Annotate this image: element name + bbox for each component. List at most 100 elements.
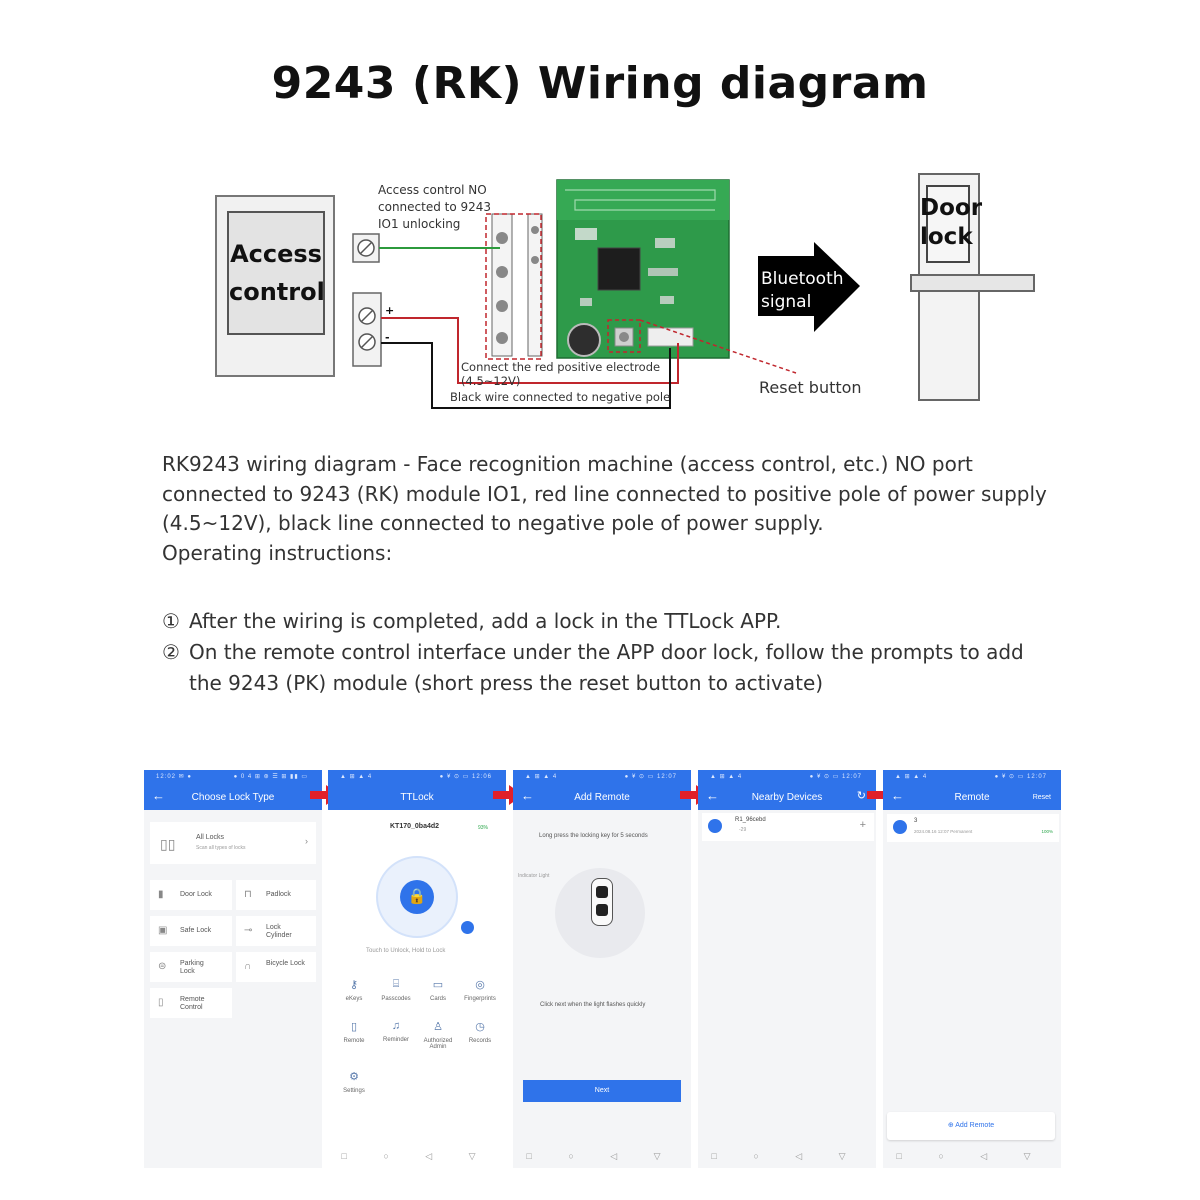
next-button[interactable]: Next: [523, 1080, 681, 1102]
app-header: ▲ ⊞ ▲ 4 ● ¥ ⊙ ▭ 12:07 ← Nearby Devices ↻: [698, 770, 876, 810]
status-icons: ● ¥ ⊙ ▭ 12:07: [624, 774, 677, 780]
fingerprints-item[interactable]: ◎Fingerprints: [460, 978, 500, 1002]
phone-remote: ▲ ⊞ ▲ 4 ● ¥ ⊙ ▭ 12:07 ← Remote Reset 3 2…: [883, 770, 1061, 1168]
add-remote-button[interactable]: ⊕ Add Remote: [887, 1112, 1055, 1140]
system-nav-bar[interactable]: □ ○ ◁ ▽: [896, 1151, 1048, 1161]
system-nav-bar[interactable]: □ ○ ◁ ▽: [341, 1151, 493, 1161]
remote-validity: 2024.08.16 12:07 Permanent: [914, 829, 973, 834]
no-port-label: Access control NO connected to 9243 IO1 …: [378, 183, 492, 231]
remote-icon: [893, 820, 907, 834]
app-header: ▲ ⊞ ▲ 4 ● ¥ ⊙ ▭ 12:07 ← Add Remote: [513, 770, 691, 810]
signal-strength: -29: [739, 827, 747, 833]
app-header: ▲ ⊞ ▲ 4 ● ¥ ⊙ ▭ 12:07 ← Remote Reset: [883, 770, 1061, 810]
phone-ttlock: ▲ ⊞ ▲ 4 ● ¥ ⊙ ▭ 12:06 TTLock KT170_0ba4d…: [328, 770, 506, 1168]
records-item[interactable]: ◷Records: [460, 1020, 500, 1044]
remote-name: 3: [914, 818, 918, 824]
indicator-label: Indicator Light: [518, 873, 550, 879]
red-wire-label: Connect the red positive electrode (4.5~…: [461, 360, 661, 388]
door-lock-icon: ▮: [158, 889, 164, 900]
back-arrow-icon[interactable]: ←: [521, 788, 534, 803]
bicycle-lock-icon: ∩: [244, 961, 252, 972]
operating-title: Operating instructions:: [162, 540, 393, 565]
battery-level: 93%: [478, 825, 489, 831]
status-bar: 12:02 ✉ ●: [156, 774, 192, 780]
status-bar: ▲ ⊞ ▲ 4: [895, 774, 928, 780]
screen-title: Choose Lock Type: [191, 792, 275, 803]
settings-badge-icon[interactable]: [461, 921, 474, 934]
safe-lock-icon: ▣: [158, 925, 168, 936]
instruction-text: Long press the locking key for 5 seconds: [539, 833, 648, 839]
authorized-admin-item[interactable]: ♙Authorized Admin: [418, 1020, 458, 1050]
app-header: 12:02 ✉ ● ● 0 4 ⊞ ⊛ ☰ ⊞ ▮▮ ▭ ← Choose Lo…: [144, 770, 322, 810]
back-arrow-icon[interactable]: ←: [891, 788, 904, 803]
bluetooth-label: Bluetooth signal: [761, 269, 844, 312]
page-title: 9243 (RK) Wiring diagram: [271, 58, 929, 109]
cards-item[interactable]: ▭Cards: [418, 978, 458, 1002]
step-1: ① After the wiring is completed, add a l…: [162, 609, 782, 633]
bluetooth-arrow: [758, 242, 860, 332]
device-name: R1_96cebd: [735, 817, 766, 823]
fingerprint-icon: ◎: [475, 979, 485, 991]
phone-choose-lock-type: 12:02 ✉ ● ● 0 4 ⊞ ⊛ ☰ ⊞ ▮▮ ▭ ← Choose Lo…: [144, 770, 322, 1168]
reset-button-label: Reset button: [759, 378, 862, 397]
refresh-icon[interactable]: ↻: [856, 790, 866, 802]
red-wire: [381, 317, 679, 384]
parking-lock-icon: ⊜: [158, 961, 167, 972]
device-name: KT170_0ba4d2: [390, 823, 440, 830]
status-icons: ● ¥ ⊙ ▭ 12:07: [809, 774, 862, 780]
door-lock-label: Door lock: [920, 195, 983, 250]
padlock-item[interactable]: ⊓ Padlock: [236, 880, 316, 910]
access-control-inner: Access control: [227, 211, 325, 335]
lock-cylinder-icon: ⊸: [244, 925, 253, 936]
next-hint: Click next when the light flashes quickl…: [540, 1002, 646, 1008]
back-arrow-icon[interactable]: ←: [706, 788, 719, 803]
pcb-chip: [597, 247, 641, 291]
description-text: RK9243 wiring diagram - Face recognition…: [162, 452, 1047, 535]
wiring-diagram: Access control Access control NO connect…: [200, 168, 1060, 418]
chevron-right-icon: ›: [305, 836, 308, 846]
all-locks-item[interactable]: ▯▯ All Locks Scan all types of locks ›: [150, 822, 316, 864]
bicycle-lock-item[interactable]: ∩ Bicycle Lock: [236, 952, 316, 982]
add-icon[interactable]: +: [859, 819, 866, 831]
back-arrow-icon[interactable]: ←: [152, 788, 165, 803]
status-bar: ▲ ⊞ ▲ 4: [710, 774, 743, 780]
all-locks-icon: ▯▯: [160, 836, 176, 852]
reset-button[interactable]: Reset: [1032, 794, 1051, 801]
remote-row[interactable]: 3 2024.08.16 12:07 Permanent 100%: [887, 814, 1059, 842]
connector: [647, 327, 694, 347]
parking-lock-item[interactable]: ⊜ Parking Lock: [150, 952, 232, 982]
remote-control-item[interactable]: ▯ Remote Control: [150, 988, 232, 1018]
system-nav-bar[interactable]: □ ○ ◁ ▽: [526, 1151, 678, 1161]
status-icons: ● ¥ ⊙ ▭ 12:07: [994, 774, 1047, 780]
remote-item[interactable]: ▯Remote: [334, 1020, 374, 1044]
settings-item[interactable]: ⚙Settings: [334, 1070, 374, 1094]
door-lock-item[interactable]: ▮ Door Lock: [150, 880, 232, 910]
black-wire: [381, 342, 671, 409]
screen-title: TTLock: [400, 792, 434, 803]
passcode-icon: ⌸: [392, 978, 400, 990]
lock-icon[interactable]: 🔒: [400, 880, 434, 914]
status-bar: ▲ ⊞ ▲ 4: [340, 774, 373, 780]
screen-title: Add Remote: [574, 792, 630, 803]
description: RK9243 wiring diagram - Face recognition…: [162, 450, 1052, 568]
padlock-icon: ⊓: [244, 889, 252, 900]
wiring-svg: [352, 179, 860, 409]
lock-cylinder-item[interactable]: ⊸ Lock Cylinder: [236, 916, 316, 946]
reminder-item[interactable]: ♫Reminder: [376, 1020, 416, 1043]
highlight-box: [485, 213, 542, 360]
screen-title: Nearby Devices: [751, 792, 823, 803]
add-circle-icon: ⊕: [947, 1122, 954, 1129]
passcodes-item[interactable]: ⌸Passcodes: [376, 978, 416, 1002]
gear-icon: ⚙: [349, 1071, 359, 1083]
ekeys-item[interactable]: ⚷eKeys: [334, 978, 374, 1002]
plus-label: +: [385, 304, 395, 317]
phone-add-remote: ▲ ⊞ ▲ 4 ● ¥ ⊙ ▭ 12:07 ← Add Remote Long …: [513, 770, 691, 1168]
safe-lock-item[interactable]: ▣ Safe Lock: [150, 916, 232, 946]
device-row[interactable]: R1_96cebd -29 +: [702, 813, 874, 841]
key-icon: ⚷: [349, 979, 359, 991]
phone-nearby-devices: ▲ ⊞ ▲ 4 ● ¥ ⊙ ▭ 12:07 ← Nearby Devices ↻…: [698, 770, 876, 1168]
terminal-power: [352, 292, 382, 367]
system-nav-bar[interactable]: □ ○ ◁ ▽: [711, 1151, 863, 1161]
access-label-1: Access: [230, 240, 322, 268]
access-label-2: control: [229, 278, 325, 306]
